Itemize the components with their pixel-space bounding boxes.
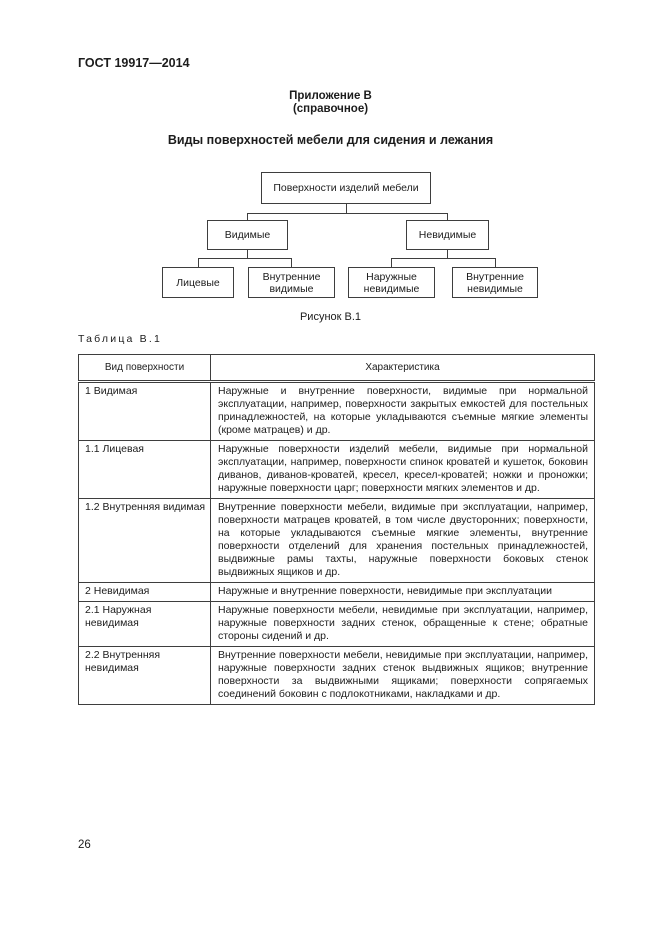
connector-line	[447, 213, 448, 220]
annex-label: Приложение В	[289, 90, 372, 102]
row-desc-cell: Наружные и внутренние поверхности, видим…	[210, 381, 595, 441]
connector-line	[495, 258, 496, 267]
row-kind-cell: 2.2 Внутренняя невидимая	[78, 646, 211, 705]
chart-node-invisible: Невидимые	[406, 220, 489, 250]
column-header-characteristic: Характеристика	[210, 354, 595, 383]
table-row: 2.1 Наружная невидимая Наружные поверхно…	[78, 601, 595, 647]
connector-line	[198, 258, 199, 267]
surfaces-table: Вид поверхности Характеристика 1 Видимая…	[78, 354, 595, 705]
chart-node-inner-visible: Внутренние видимые	[248, 267, 335, 298]
table-row: 1.1 Лицевая Наружные поверхности изделий…	[78, 440, 595, 499]
row-desc-cell: Наружные и внутренние поверхности, невид…	[210, 582, 595, 602]
connector-line	[247, 250, 248, 258]
row-desc-cell: Наружные поверхности мебели, невидимые п…	[210, 601, 595, 647]
chart-node-visible: Видимые	[207, 220, 288, 250]
connector-line	[291, 258, 292, 267]
chart-node-front: Лицевые	[162, 267, 234, 298]
chart-node-inner-invisible: Внутренние невидимые	[452, 267, 538, 298]
chart-node-outer-invisible: Наружные невидимые	[348, 267, 435, 298]
connector-line	[391, 258, 495, 259]
annex-heading: Приложение В (справочное)	[0, 90, 661, 116]
table-row: 1.2 Внутренняя видимая Внутренние поверх…	[78, 498, 595, 583]
page-title: Виды поверхностей мебели для сидения и л…	[167, 133, 494, 147]
table-row: 2 Невидимая Наружные и внутренние поверх…	[78, 582, 595, 602]
page-number: 26	[78, 839, 91, 851]
figure-caption: Рисунок В.1	[299, 311, 362, 323]
connector-line	[198, 258, 292, 259]
column-header-kind: Вид поверхности	[78, 354, 211, 383]
row-desc-cell: Наружные поверхности изделий мебели, вид…	[210, 440, 595, 499]
connector-line	[247, 213, 448, 214]
connector-line	[346, 204, 347, 213]
table-label: Таблица В.1	[78, 333, 163, 345]
standard-number: ГОСТ 19917—2014	[78, 56, 190, 70]
table-header-row: Вид поверхности Характеристика	[78, 354, 595, 383]
row-kind-cell: 1.2 Внутренняя видимая	[78, 498, 211, 583]
row-kind-cell: 2 Невидимая	[78, 582, 211, 602]
row-kind-cell: 1.1 Лицевая	[78, 440, 211, 499]
row-desc-cell: Внутренние поверхности мебели, видимые п…	[210, 498, 595, 583]
row-kind-cell: 1 Видимая	[78, 381, 211, 441]
connector-line	[447, 250, 448, 258]
row-kind-cell: 2.1 Наружная невидимая	[78, 601, 211, 647]
table-row: 2.2 Внутренняя невидимая Внутренние пове…	[78, 646, 595, 705]
connector-line	[391, 258, 392, 267]
chart-node-root: Поверхности изделий мебели	[261, 172, 431, 204]
table-row: 1 Видимая Наружные и внутренние поверхно…	[78, 381, 595, 441]
connector-line	[247, 213, 248, 220]
annex-type: (справочное)	[292, 103, 369, 115]
surface-types-diagram: Поверхности изделий мебели Видимые Невид…	[0, 170, 661, 330]
row-desc-cell: Внутренние поверхности мебели, невидимые…	[210, 646, 595, 705]
